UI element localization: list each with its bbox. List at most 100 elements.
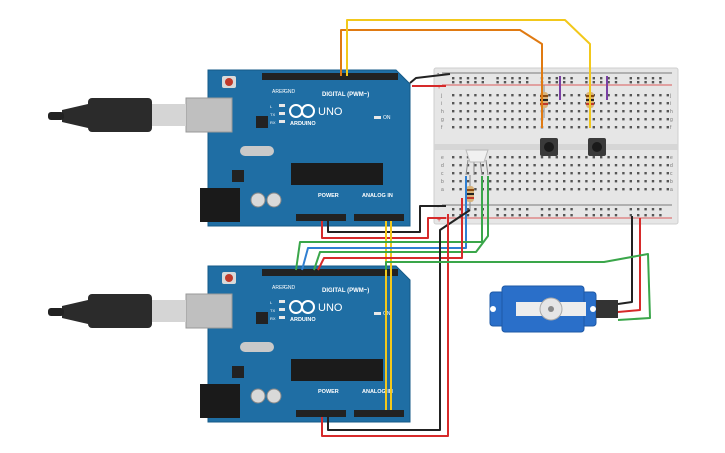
tx-label: TX xyxy=(270,308,275,313)
terminal-hole xyxy=(570,102,573,105)
terminal-hole xyxy=(577,172,581,175)
rail-hole xyxy=(651,77,655,80)
terminal-hole xyxy=(452,110,455,113)
terminal-hole xyxy=(592,180,595,183)
rail-hole xyxy=(466,208,470,211)
terminal-hole xyxy=(592,118,595,121)
l-label: L xyxy=(270,104,273,109)
rail-hole xyxy=(651,208,655,211)
terminal-hole xyxy=(577,188,581,191)
rail-hole xyxy=(518,214,521,217)
rail-hole xyxy=(563,81,566,84)
rail-hole xyxy=(644,208,647,211)
terminal-hole xyxy=(459,118,462,121)
row-label: i xyxy=(441,101,442,107)
terminal-hole xyxy=(555,126,558,129)
terminal-hole xyxy=(644,164,647,167)
terminal-hole xyxy=(577,94,581,97)
rail-hole xyxy=(555,81,558,84)
terminal-hole xyxy=(600,164,603,167)
terminal-hole xyxy=(644,172,647,175)
row-label: h xyxy=(670,109,673,115)
terminal-hole xyxy=(466,102,470,105)
terminal-hole xyxy=(666,164,669,167)
rail-hole xyxy=(659,208,662,211)
terminal-hole xyxy=(489,126,492,129)
terminal-hole xyxy=(555,188,558,191)
pushbutton-1[interactable] xyxy=(540,138,558,156)
terminal-hole xyxy=(577,180,581,183)
terminal-hole xyxy=(496,172,499,175)
terminal-hole xyxy=(607,188,610,191)
terminal-hole xyxy=(651,188,655,191)
terminal-hole xyxy=(533,164,536,167)
pushbutton-cap[interactable] xyxy=(592,142,602,152)
terminal-hole xyxy=(629,164,632,167)
atmega-chip xyxy=(291,359,383,381)
terminal-hole xyxy=(459,156,462,159)
terminal-hole xyxy=(511,180,514,183)
terminal-hole xyxy=(459,172,462,175)
terminal-hole xyxy=(555,118,558,121)
terminal-hole xyxy=(592,156,595,159)
terminal-hole xyxy=(637,118,640,121)
rail-hole xyxy=(644,81,647,84)
usb-plug-metal xyxy=(150,300,186,322)
terminal-hole xyxy=(577,156,581,159)
terminal-hole xyxy=(555,102,558,105)
pushbutton-2[interactable] xyxy=(588,138,606,156)
terminal-hole xyxy=(659,94,662,97)
capacitor xyxy=(266,388,282,404)
terminal-hole xyxy=(651,164,655,167)
terminal-hole xyxy=(518,172,521,175)
terminal-hole xyxy=(489,102,492,105)
rail-minus-label-bottom: - xyxy=(437,204,440,211)
pushbutton-cap[interactable] xyxy=(544,142,554,152)
rail-hole xyxy=(555,214,558,217)
wires xyxy=(295,19,651,437)
terminal-hole xyxy=(503,110,507,113)
rail-hole xyxy=(629,208,632,211)
rail-hole xyxy=(592,77,595,80)
terminal-hole xyxy=(644,180,647,183)
terminal-hole xyxy=(600,156,603,159)
row-label: f xyxy=(670,125,672,131)
rail-hole xyxy=(600,77,603,80)
rail-hole xyxy=(614,77,618,80)
terminal-hole xyxy=(629,156,632,159)
terminal-hole xyxy=(452,164,455,167)
rail-hole xyxy=(466,77,470,80)
terminal-hole xyxy=(666,110,669,113)
terminal-hole xyxy=(577,110,581,113)
rail-hole xyxy=(503,214,507,217)
terminal-hole xyxy=(459,164,462,167)
terminal-hole xyxy=(489,164,492,167)
terminal-hole xyxy=(570,180,573,183)
usb-plug-body xyxy=(88,294,152,328)
rail-hole xyxy=(503,77,507,80)
rail-hole xyxy=(600,81,603,84)
wire-red xyxy=(321,214,449,437)
terminal-hole xyxy=(637,164,640,167)
terminal-hole xyxy=(474,172,477,175)
terminal-hole xyxy=(629,110,632,113)
terminal-hole xyxy=(659,118,662,121)
row-label: b xyxy=(441,179,444,185)
l-led xyxy=(279,104,285,107)
terminal-hole xyxy=(511,118,514,121)
terminal-hole xyxy=(585,110,588,113)
terminal-hole xyxy=(666,156,669,159)
terminal-hole xyxy=(474,102,477,105)
aref-label: AREF xyxy=(272,89,285,95)
terminal-hole xyxy=(607,180,610,183)
reset-button[interactable] xyxy=(225,274,233,282)
rail-hole xyxy=(503,81,507,84)
rail-hole xyxy=(585,81,588,84)
terminal-hole xyxy=(563,118,566,121)
terminal-hole xyxy=(481,126,484,129)
terminal-hole xyxy=(481,102,484,105)
reset-button[interactable] xyxy=(225,78,233,86)
terminal-hole xyxy=(511,156,514,159)
rail-hole xyxy=(511,81,514,84)
